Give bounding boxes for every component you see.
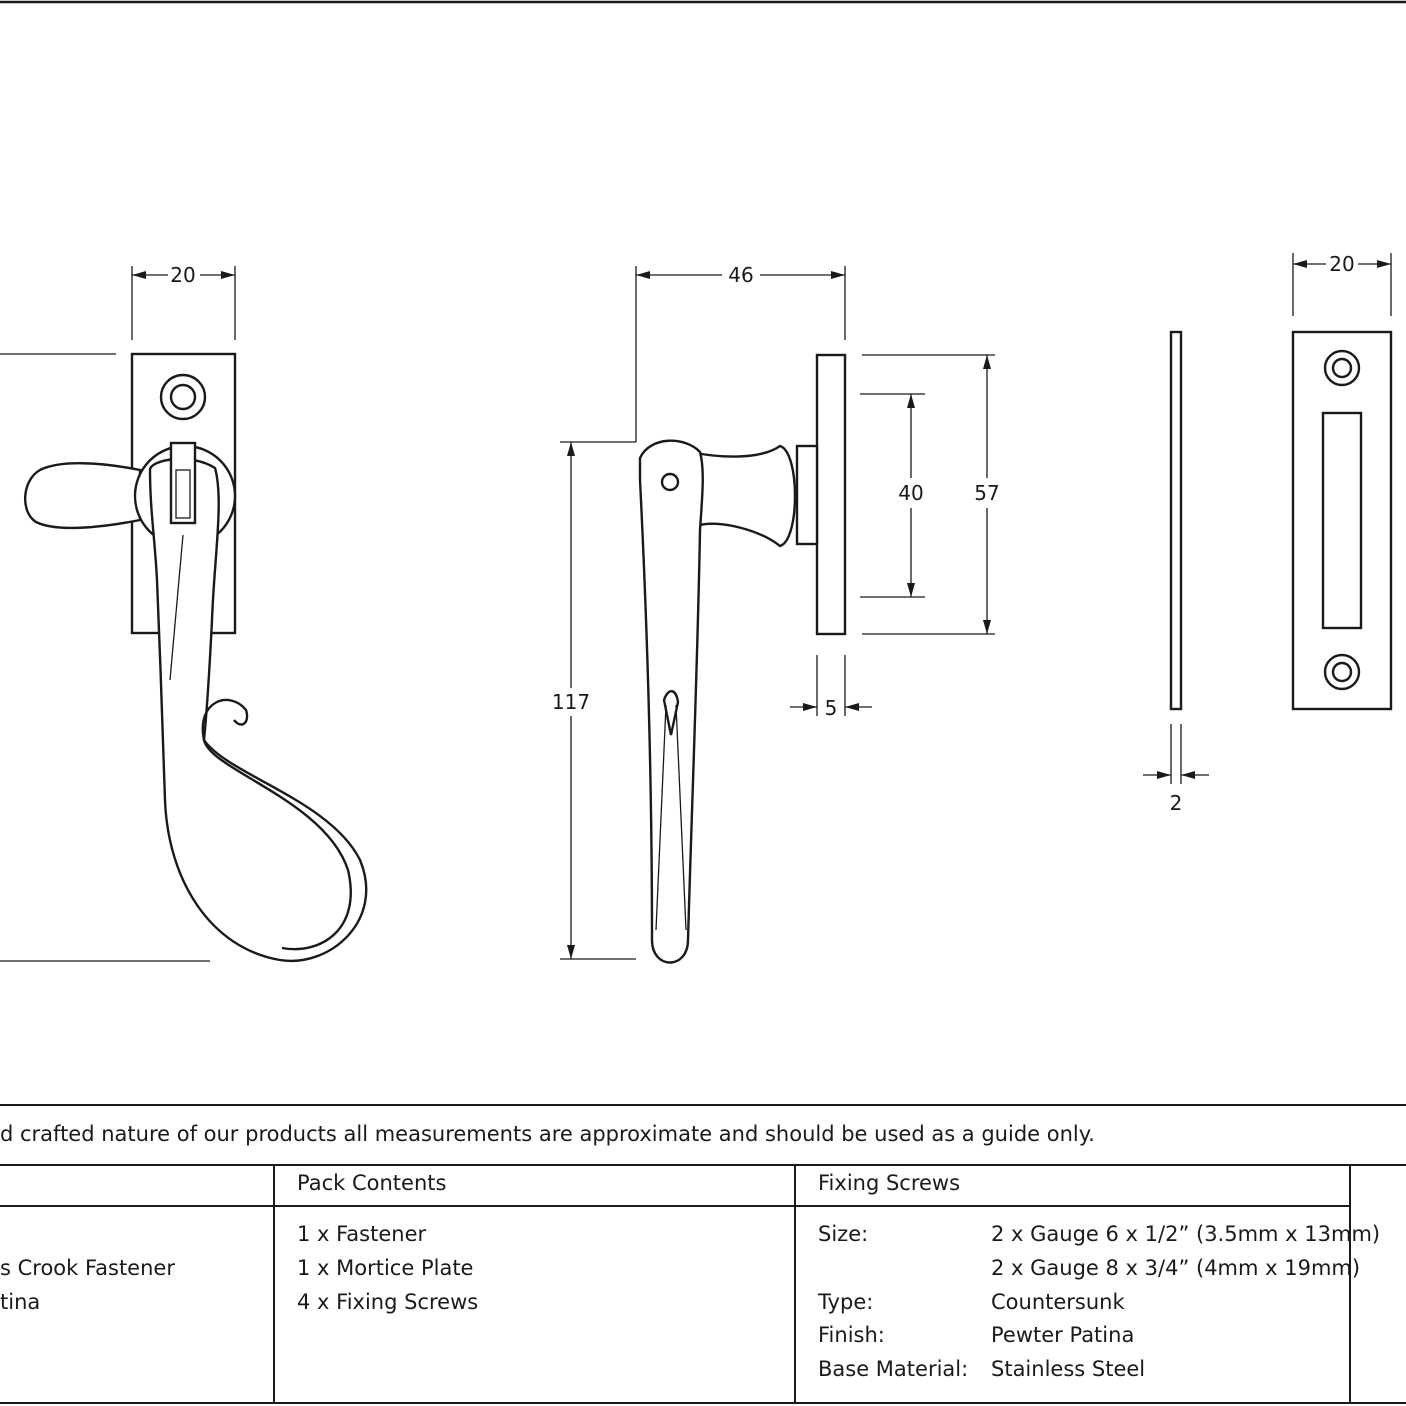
mortice-plate-front-view — [1291, 253, 1393, 711]
dim-backplate-thickness — [790, 655, 872, 716]
mortice-plate-edge-view — [1143, 330, 1209, 784]
pack-item: 4 x Fixing Screws — [297, 1290, 479, 1314]
spec-value-material: Stainless Steel — [991, 1357, 1146, 1381]
table-bottom-line — [0, 1402, 1406, 1404]
product-name-cell: s Crook Fastener — [0, 1256, 175, 1280]
dim-label-mortice-width: 20 — [1329, 252, 1354, 276]
dim-label-mortice-thickness: 2 — [1170, 791, 1183, 815]
dim-fixing-centres — [860, 393, 925, 598]
dim-label-front-width: 20 — [170, 263, 195, 287]
spec-value-finish: Pewter Patina — [991, 1323, 1135, 1347]
dim-side-projection — [560, 266, 846, 443]
spec-value-type: Countersunk — [991, 1290, 1125, 1314]
table-divider-2 — [794, 1164, 796, 1404]
pack-contents-header: Pack Contents — [297, 1171, 447, 1195]
product-finish-cell: tina — [0, 1290, 41, 1314]
spec-value-size-1: 2 x Gauge 6 x 1/2” (3.5mm x 13mm) — [991, 1222, 1381, 1246]
dim-label-backplate-height: 57 — [974, 481, 999, 505]
disclaimer-text: d crafted nature of our products all mea… — [0, 1122, 1095, 1146]
table-divider-3 — [1349, 1164, 1351, 1404]
front-view-fastener — [0, 352, 368, 963]
fixing-screws-header: Fixing Screws — [818, 1171, 961, 1195]
spec-label-material: Base Material: — [818, 1357, 969, 1381]
dim-label-backplate-thickness: 5 — [825, 696, 838, 720]
spec-value-size-2: 2 x Gauge 8 x 3/4” (4mm x 19mm) — [991, 1256, 1361, 1280]
dim-backplate-height — [862, 354, 995, 635]
table-header-line — [0, 1205, 1350, 1207]
disclaimer-top-line — [0, 1104, 1406, 1106]
dim-handle-height — [560, 442, 636, 960]
side-view-fastener — [638, 353, 847, 964]
table-divider-1 — [273, 1164, 275, 1404]
pack-item: 1 x Mortice Plate — [297, 1256, 474, 1280]
spec-label-type: Type: — [818, 1290, 874, 1314]
dim-front-width — [131, 266, 236, 340]
table-top-line — [0, 1164, 1406, 1166]
spec-label-size: Size: — [818, 1222, 869, 1246]
pack-item: 1 x Fastener — [297, 1222, 427, 1246]
dim-label-fixing-centres: 40 — [898, 481, 923, 505]
dim-label-side-projection: 46 — [728, 263, 753, 287]
spec-label-finish: Finish: — [818, 1323, 885, 1347]
dim-label-handle-height: 117 — [552, 690, 590, 714]
